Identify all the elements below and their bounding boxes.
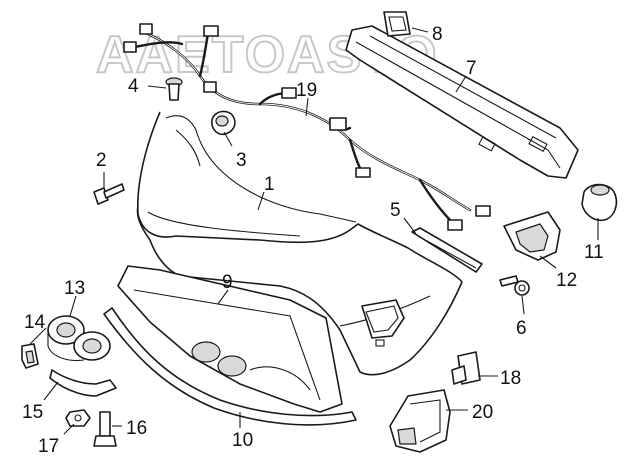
part-11-cap [581, 183, 618, 222]
callout-1: 1 [264, 174, 275, 195]
part-15-retainer [49, 369, 117, 397]
callout-7: 7 [466, 58, 477, 79]
callout-6: 6 [516, 318, 527, 339]
callout-5: 5 [390, 200, 401, 221]
part-8-pad [383, 11, 411, 37]
callout-19: 19 [296, 80, 317, 101]
part-4-clip [165, 77, 183, 101]
part-13-sensor-housing [47, 315, 111, 362]
callout-15: 15 [22, 402, 43, 423]
part-2-bolt [93, 183, 125, 205]
part-20-splash-guard [389, 389, 451, 453]
callout-4: 4 [128, 76, 139, 97]
part-9-diffuser [117, 265, 343, 413]
callout-17: 17 [38, 436, 59, 457]
callout-9: 9 [222, 272, 233, 293]
part-19-wiring-harness [123, 23, 491, 231]
part-1-bumper-cover [136, 111, 463, 376]
part-7-reinforcement-beam [345, 25, 579, 179]
leader-lines [29, 27, 599, 435]
part-18-bracket [451, 351, 481, 385]
part-14-bracket [21, 343, 39, 369]
callout-20: 20 [472, 402, 493, 423]
callout-3: 3 [236, 150, 247, 171]
callout-12: 12 [556, 270, 577, 291]
callout-16: 16 [126, 418, 147, 439]
part-10-moulding [103, 307, 357, 426]
part-6-screw [499, 275, 530, 296]
callout-11: 11 [584, 242, 604, 263]
callout-labels: 1 2 3 4 5 6 7 8 9 10 11 12 13 14 15 16 1… [22, 24, 604, 457]
callout-8: 8 [432, 24, 443, 45]
callout-2: 2 [96, 150, 107, 171]
callout-14: 14 [24, 312, 46, 333]
callout-10: 10 [232, 430, 253, 451]
part-12-bezel [503, 211, 561, 261]
part-17-nut [65, 409, 91, 427]
callout-13: 13 [64, 278, 85, 299]
part-16-bolt [93, 411, 117, 447]
part-5-reflector [411, 227, 483, 273]
callout-18: 18 [500, 368, 521, 389]
part-3-grommet [211, 110, 236, 136]
